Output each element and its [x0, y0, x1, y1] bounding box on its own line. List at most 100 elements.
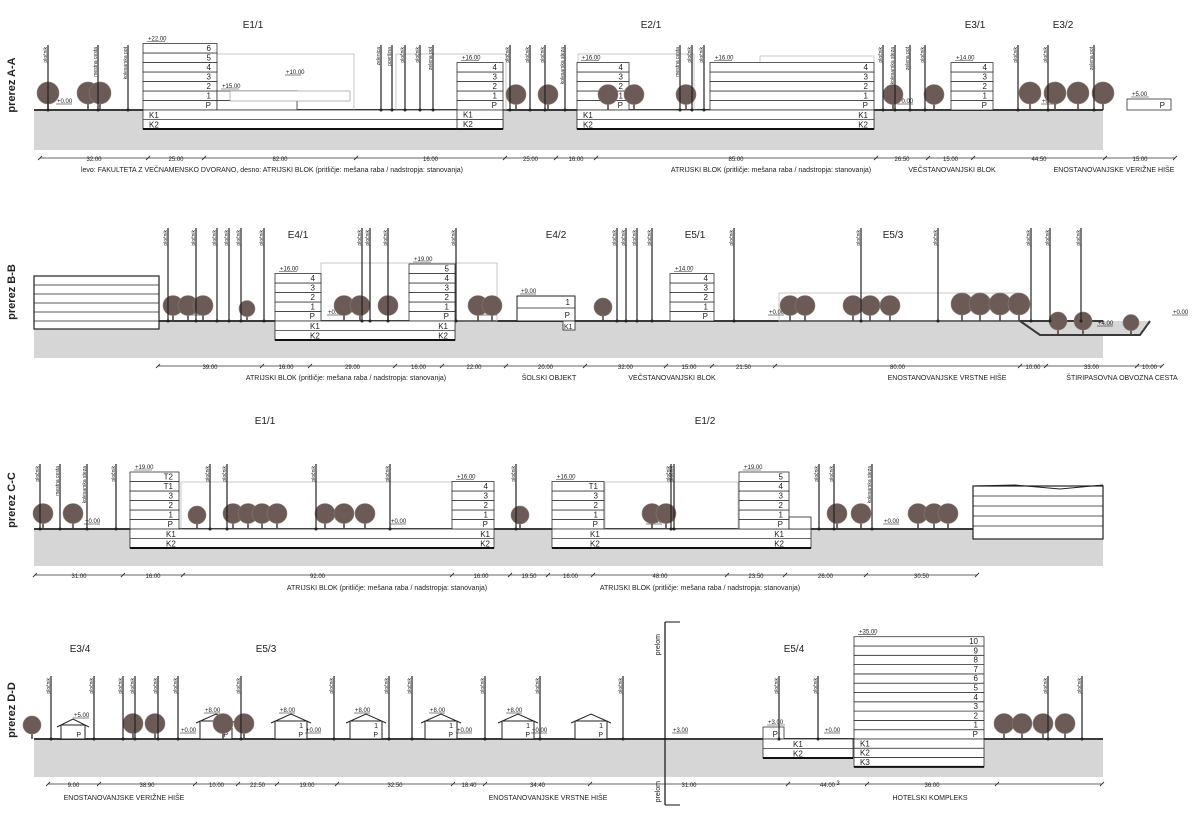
floor-label: 7 — [974, 665, 979, 674]
indicator-label: pločnik — [89, 678, 95, 694]
tree-crown — [826, 503, 848, 524]
indicator-dot — [1029, 319, 1033, 323]
house-roof — [345, 713, 387, 724]
indicator-label: pločnik — [35, 466, 41, 482]
indicator-dot — [126, 108, 130, 112]
floor-slab — [551, 481, 605, 492]
dimension-tick — [593, 155, 599, 161]
floor-label: K2 — [858, 121, 868, 130]
floor-label: P — [448, 732, 453, 739]
dimension-label: 15.00 — [1132, 157, 1148, 163]
dimension-tick — [709, 363, 715, 369]
tree-crown — [1091, 81, 1115, 105]
floor-label: P — [703, 312, 708, 321]
height-label: +0.00 — [306, 728, 322, 734]
indicator-label: pločnik — [666, 466, 672, 482]
floor-label: P — [1160, 101, 1165, 110]
indicator-dot — [388, 527, 392, 531]
indicator-dot — [483, 737, 487, 741]
floor-label: 9 — [974, 646, 979, 655]
floor-label: K2 — [310, 332, 320, 341]
height-label: +0.00 — [181, 728, 197, 734]
floor-label: P — [76, 732, 81, 739]
dimension-tick — [32, 572, 38, 578]
indicator-label: pločnik — [130, 678, 136, 694]
indicator-label: pločnik — [111, 466, 117, 482]
tree-crown — [481, 295, 503, 316]
floor-label: 4 — [484, 482, 489, 491]
height-label: +19.00 — [414, 257, 433, 263]
dimension-label: 92.00 — [310, 574, 326, 580]
tree-crown — [192, 295, 214, 316]
building-caption: VEČSTANOVANJSKI BLOK — [908, 165, 996, 174]
height-label: +19.00 — [744, 465, 763, 471]
floor-label: 5 — [207, 54, 212, 63]
indicator-dot — [1046, 108, 1050, 112]
building-caption: ENOSTANOVANJSKE VERIŽNE HIŠE — [1054, 165, 1175, 174]
indicator-dot — [121, 737, 125, 741]
dimension-label: 15.00 — [943, 157, 959, 163]
building-caption: ENOSTANOVANJSKE VRSTNE HIŠE — [489, 793, 608, 802]
indicator-dot — [360, 319, 364, 323]
dimension-label: 20.00 — [538, 365, 554, 371]
floor-slab — [853, 664, 985, 675]
dimension-label: 16.00 — [423, 157, 439, 163]
floor-label: 1 — [299, 723, 303, 730]
floor-slab — [853, 636, 985, 647]
indicator-dot — [936, 319, 940, 323]
indicator-label: mestna cesta — [55, 466, 61, 496]
indicator-dot — [538, 737, 542, 741]
indicator-label: pločnik — [814, 466, 820, 482]
dimension-tick — [37, 155, 43, 161]
floor-label: 10 — [969, 637, 978, 646]
floor-label: 1 — [594, 511, 599, 520]
dimension-tick — [587, 781, 593, 787]
tree-crown — [859, 295, 881, 316]
dimension-label: 21.50 — [736, 365, 752, 371]
floor-label: T1 — [164, 482, 174, 491]
tree-crown — [233, 713, 255, 734]
indicator-dot — [672, 527, 676, 531]
indicator-label: pločnik — [205, 466, 211, 482]
floor-label: P — [168, 520, 173, 529]
floor-label: K1 — [774, 530, 784, 539]
basement-slab — [562, 320, 576, 331]
dimension-label: 16.00 — [473, 574, 489, 580]
height-label: +3.00 — [673, 728, 689, 734]
road-cut — [1020, 321, 1150, 358]
indicator-dot — [1046, 737, 1050, 741]
indicator-label: pločnik — [612, 230, 618, 246]
indicator-dot — [166, 319, 170, 323]
tree-crown — [1043, 81, 1067, 105]
dimension-tick — [392, 363, 398, 369]
floor-label: K2 — [438, 332, 448, 341]
dimension-tick — [353, 155, 359, 161]
floor-label: P — [618, 101, 623, 110]
dimension-label: 36.00 — [924, 783, 940, 789]
indicator-dot — [508, 108, 512, 112]
indicator-label: pločnik — [647, 230, 653, 246]
indicator-label: pločnik — [357, 230, 363, 246]
tree-crown — [1122, 314, 1140, 331]
indicator-dot — [1016, 108, 1020, 112]
indicator-label: kolesarska pot — [123, 46, 129, 79]
dimension-label: 9.00 — [68, 783, 80, 789]
indicator-dot — [390, 108, 394, 112]
indicator-label: pločnik — [1077, 678, 1083, 694]
floor-label: 1 — [169, 511, 174, 520]
floor-label: P — [525, 732, 530, 739]
floor-label: 3 — [594, 492, 599, 501]
floor-label: 1 — [619, 92, 624, 101]
tree-crown — [993, 713, 1015, 734]
floor-label: 2 — [619, 82, 624, 91]
section-label: prerez A-A — [6, 57, 18, 112]
height-label: +35.00 — [859, 630, 878, 636]
building-caption: ŠTIRIPASOVNA OBVOZNA CESTA — [1066, 373, 1178, 382]
floor-label: K2 — [590, 540, 600, 549]
zone-label: E5/3 — [883, 230, 904, 241]
dimension-tick — [96, 781, 102, 787]
house-body — [574, 720, 608, 740]
indicator-label: pločnik — [222, 466, 228, 482]
floor-label: 1 — [566, 298, 571, 307]
